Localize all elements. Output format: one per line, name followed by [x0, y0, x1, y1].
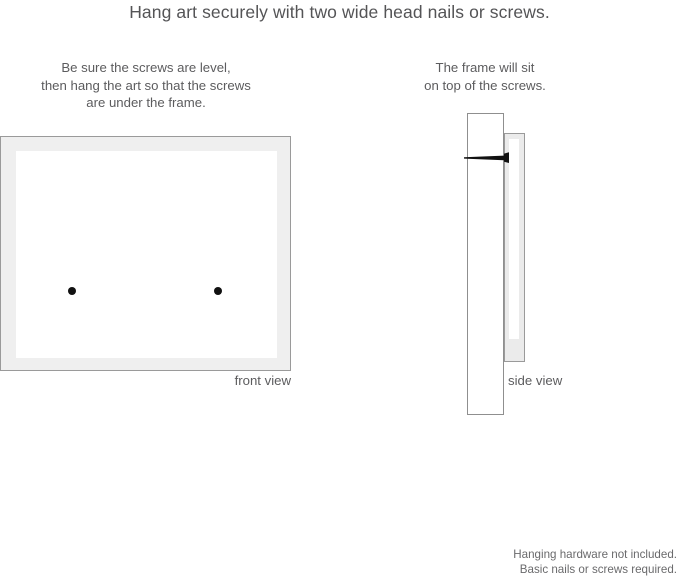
- front-view-illustration: [0, 136, 291, 371]
- caption-line: are under the frame.: [86, 95, 206, 110]
- footer-line: Hanging hardware not included.: [513, 548, 677, 561]
- footer-line: Basic nails or screws required.: [519, 562, 677, 576]
- side-view-illustration: [455, 105, 585, 425]
- caption-line: then hang the art so that the screws: [41, 77, 251, 93]
- side-view-label: side view: [508, 373, 563, 388]
- caption-line: on top of the screws.: [424, 77, 546, 93]
- front-view-label: front view: [234, 373, 291, 388]
- wall-panel-profile: [467, 113, 504, 415]
- side-view-caption: The frame will sit on top of the screws.: [395, 59, 575, 94]
- screw-head-right-icon: [214, 287, 222, 295]
- picture-frame-outline: [0, 136, 291, 371]
- page-title: Hang art securely with two wide head nai…: [129, 2, 550, 22]
- front-view-caption: Be sure the screws are level, then hang …: [0, 59, 292, 112]
- frame-profile-shape: [504, 133, 525, 362]
- caption-line: Be sure the screws are level,: [61, 60, 231, 75]
- screw-head-left-icon: [68, 287, 76, 295]
- frame-mat-area: [16, 151, 277, 358]
- frame-profile-inner-channel: [509, 139, 519, 339]
- caption-line: The frame will sit: [435, 60, 535, 75]
- screw-profile-icon: [464, 152, 509, 163]
- footer-disclaimer: Hanging hardware not included. Basic nai…: [277, 548, 677, 577]
